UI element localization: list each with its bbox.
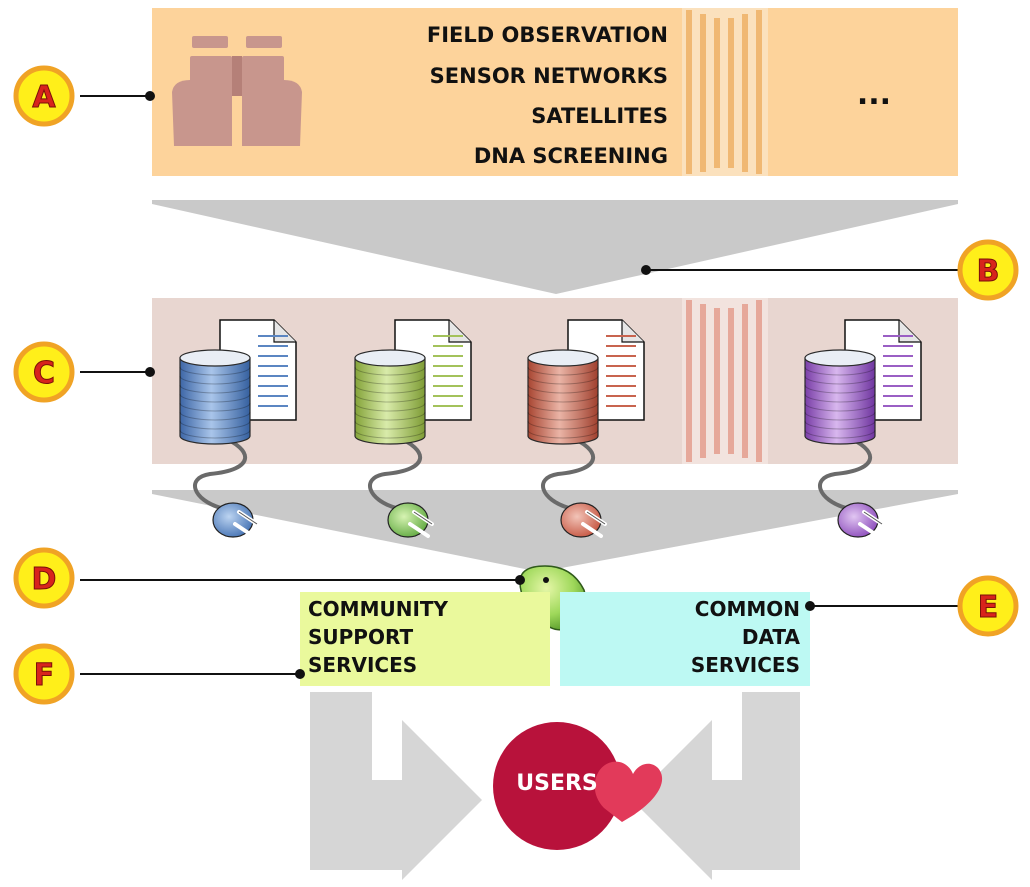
community-services-line: SUPPORT [308, 625, 413, 649]
plug-icon [837, 502, 884, 538]
database-cylinder-icon [804, 349, 876, 445]
marker-a: A [13, 65, 75, 127]
heart-icon [594, 761, 663, 822]
plug-icon [560, 502, 607, 538]
marker-label: F [34, 658, 55, 693]
marker-dots [145, 91, 815, 679]
sources-fold-strip [682, 8, 768, 176]
marker-e: E [957, 575, 1019, 637]
sources-band: FIELD OBSERVATION SENSOR NETWORKS SATELL… [152, 8, 958, 176]
common-services-line: DATA [742, 625, 801, 649]
plug-icon [387, 502, 434, 538]
plug-icon [212, 502, 259, 538]
marker-label: E [978, 590, 999, 625]
arrow-to-users-left [310, 692, 482, 880]
sources-more: ... [857, 77, 891, 112]
source-item: SATELLITES [531, 104, 668, 128]
users-label: USERS [516, 771, 598, 796]
flow-arrow-funnel [152, 490, 958, 572]
marker-b: B [957, 239, 1019, 301]
common-services-line: COMMON [695, 597, 800, 621]
database-unit-purple [804, 319, 922, 538]
cable [818, 434, 873, 510]
database-unit-red [527, 319, 645, 538]
databases-fold-strip [682, 298, 768, 464]
database-cylinder-icon [179, 349, 251, 445]
marker-label: B [977, 254, 1000, 289]
database-unit-green [354, 319, 472, 538]
marker-label: C [33, 356, 55, 391]
marker-d: D [13, 547, 75, 609]
cable [541, 434, 596, 510]
marker-label: A [32, 80, 56, 115]
marker-f: F [13, 643, 75, 705]
database-unit-blue [179, 319, 297, 538]
marker-label: D [32, 562, 57, 597]
database-cylinder-icon [527, 349, 599, 445]
source-item: SENSOR NETWORKS [430, 64, 668, 88]
arrow-to-users-right [632, 692, 800, 880]
source-item: FIELD OBSERVATION [427, 23, 668, 47]
community-services-line: COMMUNITY [308, 597, 449, 621]
marker-leaders [80, 95, 960, 675]
users-node: USERS [493, 722, 663, 850]
community-support-services-box: COMMUNITY SUPPORT SERVICES [300, 592, 550, 686]
flow-arrow-down [152, 200, 958, 294]
community-services-line: SERVICES [308, 653, 417, 677]
database-cylinder-icon [354, 349, 426, 445]
common-data-services-box: COMMON DATA SERVICES [560, 592, 810, 686]
common-services-line: SERVICES [691, 653, 800, 677]
source-item: DNA SCREENING [474, 144, 668, 168]
marker-c: C [13, 341, 75, 403]
binoculars-icon [172, 36, 302, 146]
cable [368, 434, 423, 510]
cable [193, 434, 248, 510]
